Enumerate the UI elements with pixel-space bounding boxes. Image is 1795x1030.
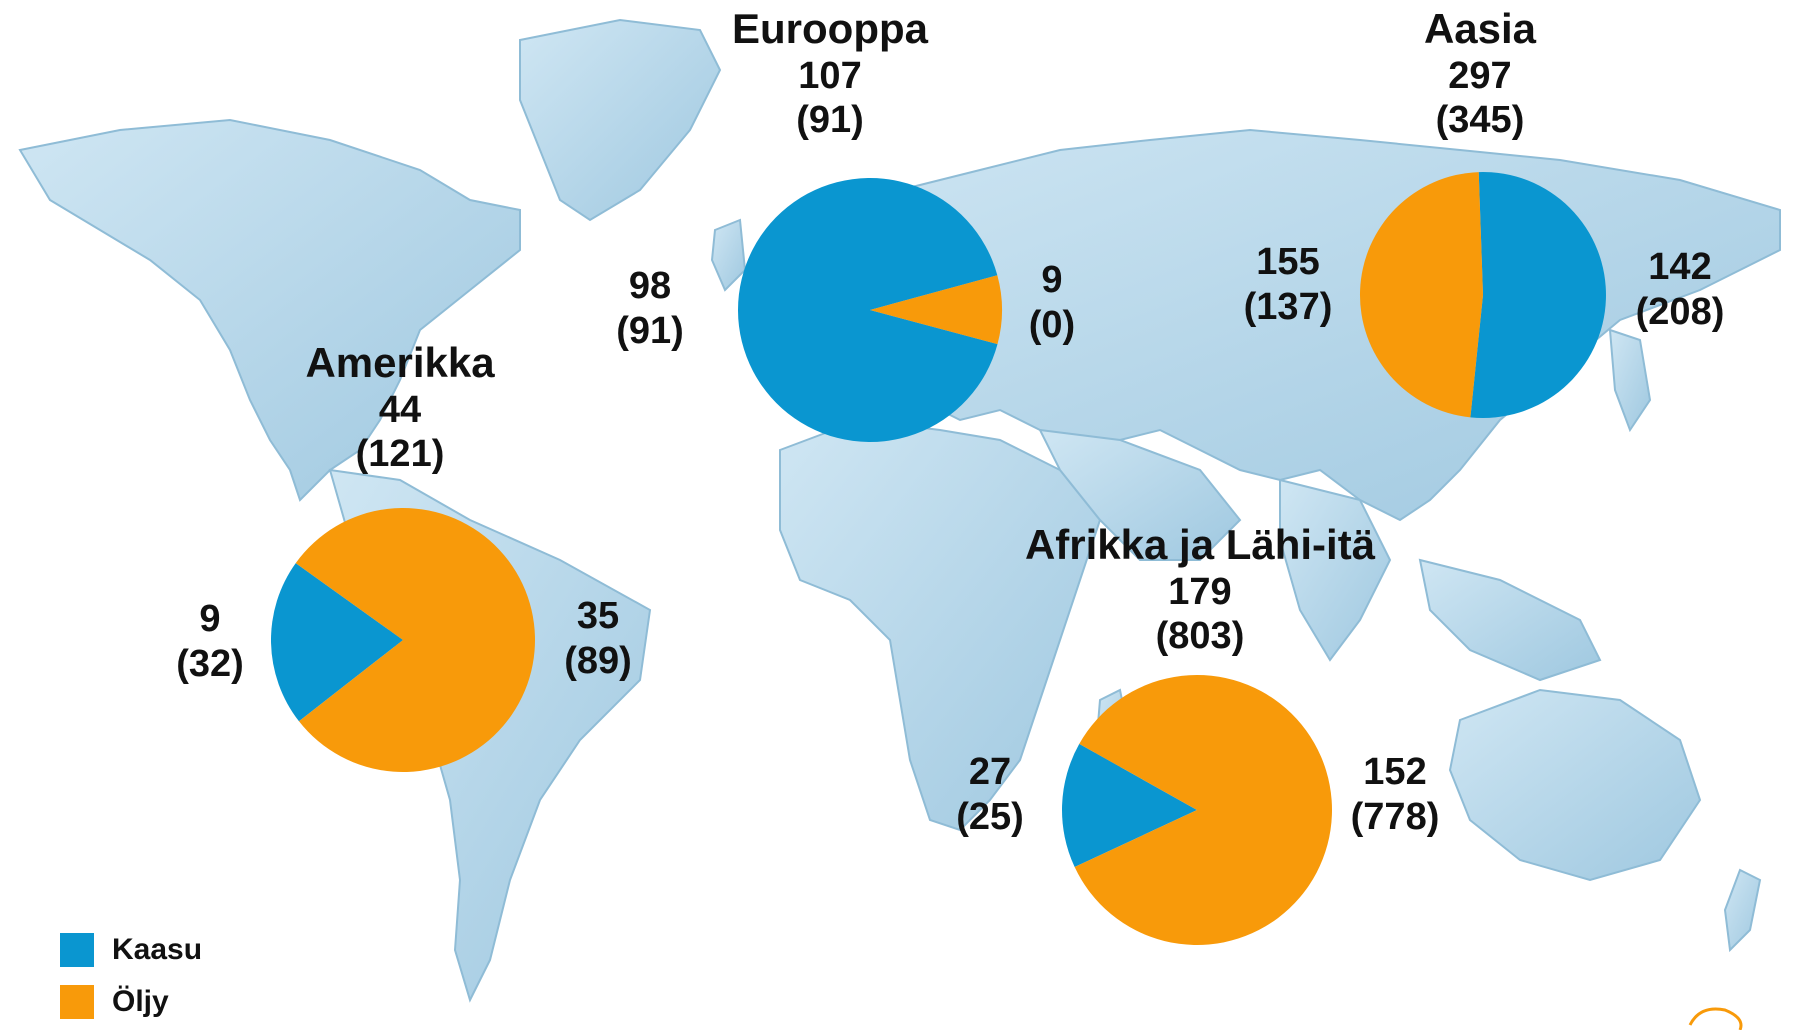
slice-label-amerikka-oljy: 35 (89) [564,594,632,684]
slice-prev: (32) [176,642,244,685]
slice-prev: (89) [564,639,632,682]
legend-swatch-oljy [60,985,94,1019]
pie-slice-kaasu [737,177,998,442]
landmass-southeast-asia [1418,558,1602,682]
slice-value: 152 [1363,751,1427,793]
slice-prev: (208) [1635,290,1725,333]
landmass-middle-east [1038,428,1242,561]
pie-amerikka [270,508,535,773]
pie-eurooppa [737,177,1002,442]
region-title: Aasia [1423,5,1537,52]
slice-label-afrikka-oljy: 152 (778) [1351,750,1440,840]
slice-label-aasia-kaasu: 155 (137) [1244,240,1333,330]
pie-title-aasia: Aasia 297 (345) [1424,4,1536,143]
landmass-uk [710,218,747,292]
region-total: 44 [378,388,422,431]
legend-swatch-kaasu [60,933,94,967]
slice-value: 9 [199,598,221,640]
legend-label: Kaasu [112,933,203,966]
slice-value: 98 [628,265,672,307]
pie-slice-oljy [870,275,1002,345]
region-total: 107 [798,54,862,97]
pie-slice-oljy [295,508,535,773]
slice-prev: (91) [616,309,684,352]
slice-prev: (25) [956,795,1024,838]
landmass-new-zealand [1723,868,1762,953]
slice-label-eurooppa-oljy: 9 (0) [1029,258,1075,348]
landmass-india [1279,478,1392,662]
slice-value: 27 [968,751,1012,793]
landmass-japan [1608,328,1652,433]
slice-prev: (137) [1243,285,1333,328]
logo-arc-icon [1688,1007,1743,1030]
slice-label-afrikka-kaasu: 27 (25) [956,750,1024,840]
slice-label-eurooppa-kaasu: 98 (91) [616,264,684,354]
region-title: Afrikka ja Lähi-itä [1024,521,1376,568]
landmass-north-america [18,118,521,502]
slice-value: 155 [1256,241,1320,283]
pie-title-eurooppa: Eurooppa 107 (91) [732,4,928,143]
landmass-australia [1448,688,1702,882]
pie-slice-kaasu [1062,743,1197,868]
pie-slice-kaasu [1470,171,1606,418]
region-title: Eurooppa [732,5,928,52]
region-title: Amerikka [305,339,495,386]
slice-value: 142 [1648,246,1712,288]
legend-item-oljy: Öljy [60,976,202,1028]
legend: Kaasu Öljy [60,924,202,1028]
pie-slice-kaasu [270,563,403,722]
pie-aasia [1359,171,1606,418]
slice-value: 35 [576,595,620,637]
region-total: 179 [1168,570,1232,613]
pie-title-amerikka: Amerikka 44 (121) [305,338,494,477]
landmass-africa [779,418,1102,832]
region-total: 297 [1448,54,1512,97]
slice-value: 9 [1041,259,1063,301]
legend-label: Öljy [112,985,169,1018]
pie-slice-oljy [1359,172,1483,418]
region-total-prev: (345) [1435,99,1525,142]
slice-prev: (778) [1350,795,1440,838]
region-total-prev: (803) [1155,615,1245,658]
slice-prev: (0) [1028,303,1076,346]
slice-label-aasia-oljy: 142 (208) [1636,245,1725,335]
slice-label-amerikka-kaasu: 9 (32) [176,597,244,687]
legend-item-kaasu: Kaasu [60,924,202,976]
region-total-prev: (121) [355,433,445,476]
pie-afrikka-ja-lahi-ita [1062,674,1333,945]
region-total-prev: (91) [796,99,864,142]
pie-slice-oljy [1074,674,1333,945]
landmass-greenland [519,18,722,222]
pie-title-afrikka-ja-lahi-ita: Afrikka ja Lähi-itä 179 (803) [1025,520,1375,659]
